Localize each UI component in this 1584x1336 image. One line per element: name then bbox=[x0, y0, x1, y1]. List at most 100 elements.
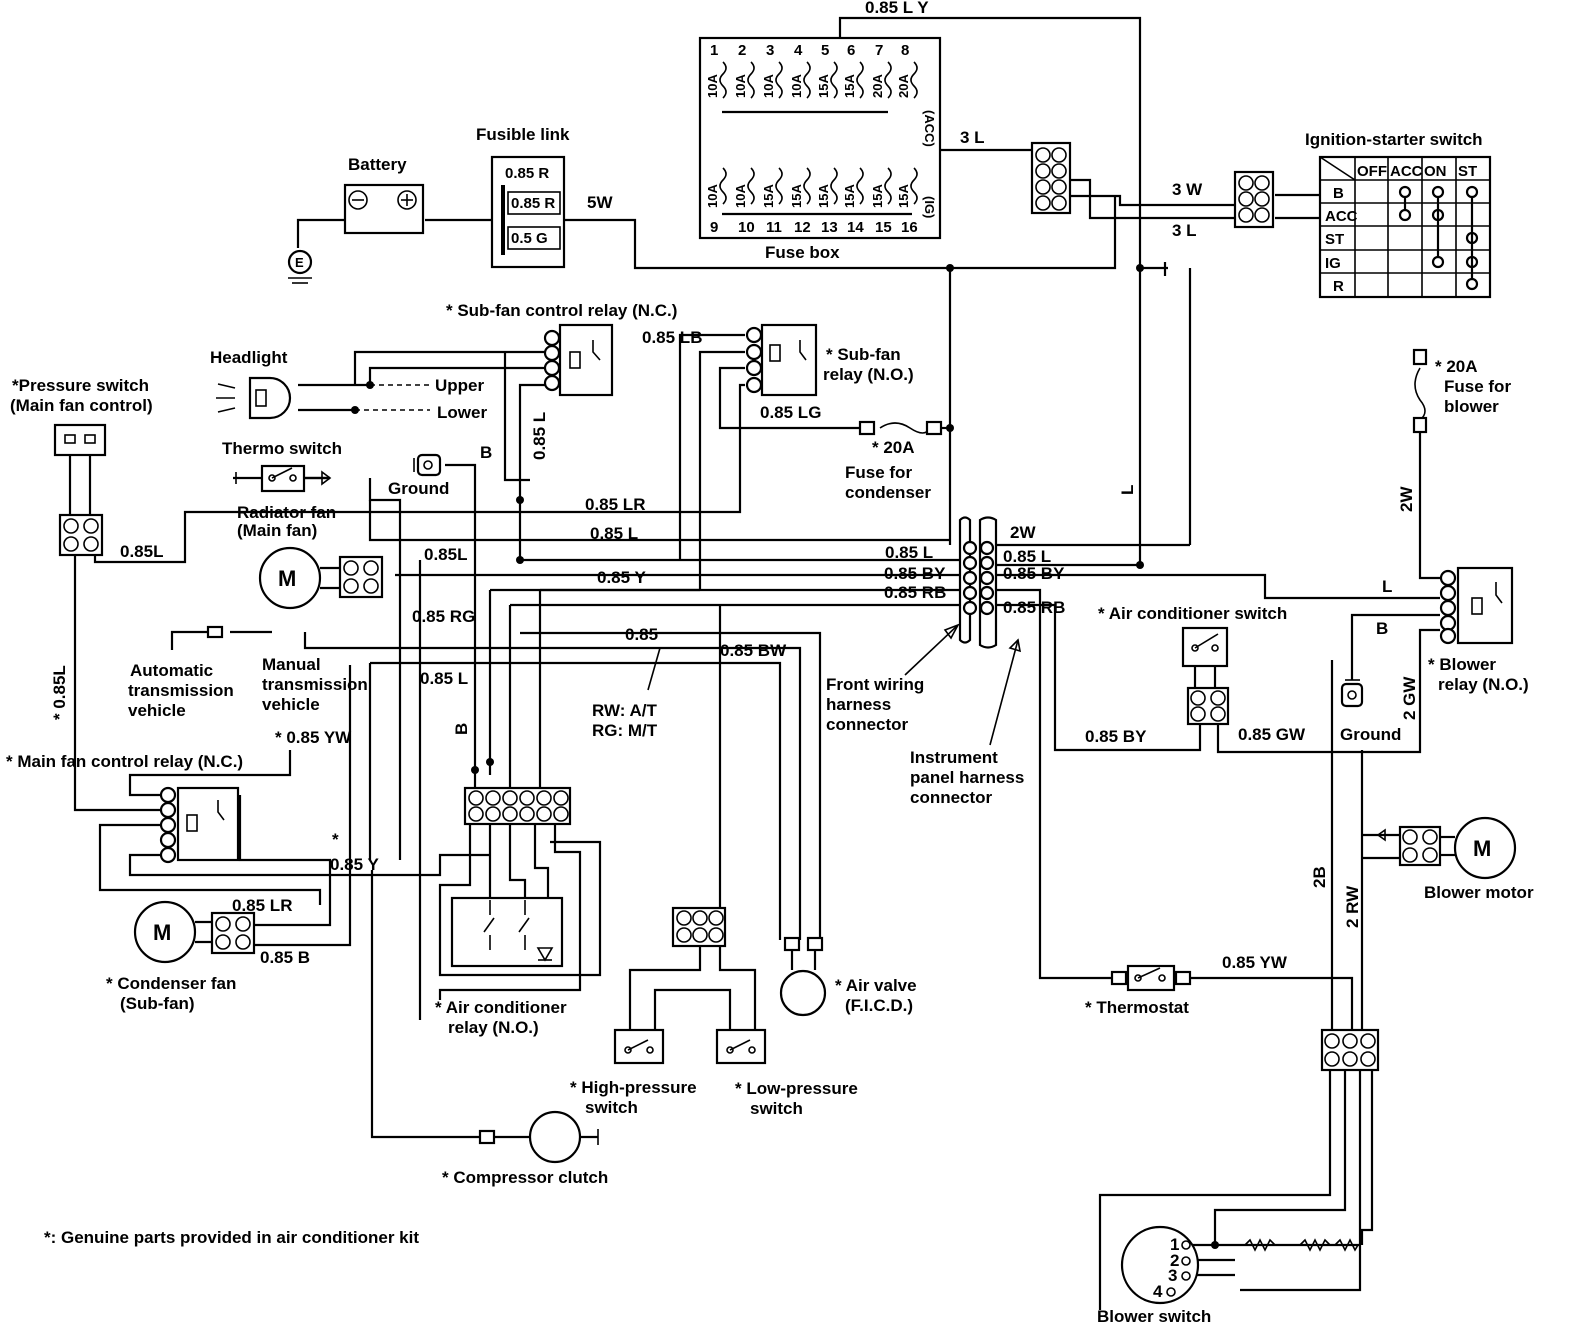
wire-label-085l-vert: 0.85 L bbox=[530, 412, 549, 460]
condenser-fan-label-2: (Sub-fan) bbox=[120, 994, 195, 1013]
fuse-for-condenser: * 20A Fuse for condenser bbox=[845, 420, 943, 502]
svg-text:E: E bbox=[295, 255, 304, 270]
star-lower: * bbox=[332, 830, 339, 849]
fuse-number: 12 bbox=[794, 219, 811, 236]
fuse-ig-label: (IG) bbox=[922, 196, 937, 218]
fuse-rating: 15A bbox=[816, 184, 831, 208]
wire-label-085l-left: 0.85L bbox=[120, 542, 163, 561]
radiator-fan-label-1: Radiator fan bbox=[237, 503, 336, 522]
high-pressure-switch: * High-pressure switch bbox=[570, 1028, 697, 1117]
blower-switch: 1 2 3 4 Blower switch bbox=[1097, 1225, 1359, 1326]
front-harness-label-3: connector bbox=[826, 715, 909, 734]
wire-label-085yw-thermo: 0.85 YW bbox=[1222, 953, 1288, 972]
connector-pressure-switches bbox=[671, 906, 727, 948]
fuse-rating: 20A bbox=[896, 74, 911, 98]
ignition-contact bbox=[1465, 277, 1479, 291]
wire-label-085l-fan: 0.85L bbox=[424, 545, 467, 564]
fuse-blower-label-1: Fuse for bbox=[1444, 377, 1511, 396]
wire-label-2rw: 2 RW bbox=[1343, 885, 1362, 928]
air-valve-label-2: (F.I.C.D.) bbox=[845, 996, 913, 1015]
wire-label-085b-cond: 0.85 B bbox=[260, 948, 310, 967]
fuse-condenser-label-2: condenser bbox=[845, 483, 931, 502]
fuse-number: 3 bbox=[766, 42, 774, 59]
sub-fan-relay-no: * Sub-fan relay (N.O.) bbox=[745, 323, 914, 397]
wire-label-085lr-cond: 0.85 LR bbox=[232, 896, 292, 915]
fuse-condenser-amp: * 20A bbox=[872, 438, 915, 457]
fuse-number: 5 bbox=[821, 42, 829, 59]
auto-trans-label-2: transmission bbox=[128, 681, 234, 700]
fuse-element bbox=[856, 61, 864, 99]
wire-label-l-blower: L bbox=[1382, 577, 1392, 596]
wire-label-085ly: 0.85 L Y bbox=[865, 0, 929, 17]
ground-label-right: Ground bbox=[1340, 725, 1401, 744]
fuse-element bbox=[910, 167, 918, 205]
connector-ac-relay bbox=[463, 786, 572, 826]
ignition-table-grid bbox=[1320, 156, 1491, 298]
ignition-contact bbox=[1431, 185, 1445, 199]
wire-label-085gw: 0.85 GW bbox=[1238, 725, 1306, 744]
inst-harness-label-2: panel harness bbox=[910, 768, 1024, 787]
fuse-number: 6 bbox=[847, 42, 855, 59]
ac-switch-label: * Air conditioner switch bbox=[1098, 604, 1287, 623]
sub-fan-control-relay-nc: * Sub-fan control relay (N.C.) bbox=[446, 301, 677, 397]
front-harness-label-1: Front wiring bbox=[826, 675, 924, 694]
wire-label-3l: 3 L bbox=[1172, 221, 1197, 240]
sub-fan-relay-no-label-2: relay (N.O.) bbox=[823, 365, 914, 384]
wire-label-b-blower: B bbox=[1376, 619, 1388, 638]
ignition-contact bbox=[1465, 185, 1479, 199]
ac-relay-label-2: relay (N.O.) bbox=[448, 1018, 539, 1037]
wire-label-085rg: 0.85 RG bbox=[412, 607, 475, 626]
headlight-lower-label: Lower bbox=[437, 403, 487, 422]
thermo-switch-label: Thermo switch bbox=[222, 439, 342, 458]
compressor-clutch-label: * Compressor clutch bbox=[442, 1168, 608, 1187]
inst-harness-label-1: Instrument bbox=[910, 748, 998, 767]
fuse-rating: 10A bbox=[733, 184, 748, 208]
rw-at-label: RW: A/T bbox=[592, 701, 657, 720]
fuse-element bbox=[719, 61, 727, 99]
fuse-element bbox=[747, 61, 755, 99]
wire-label-5w: 5W bbox=[587, 193, 613, 212]
connector-blower-switch bbox=[1320, 1028, 1380, 1072]
fuse-rating: 15A bbox=[816, 74, 831, 98]
fuse-number: 1 bbox=[710, 42, 718, 59]
ignition-column-label: OFF bbox=[1357, 163, 1387, 180]
wire-label-2b: 2B bbox=[1310, 866, 1329, 888]
fuse-rating: 15A bbox=[896, 184, 911, 208]
air-valve-ficd: * Air valve (F.I.C.D.) bbox=[779, 936, 917, 1017]
fuse-element bbox=[719, 167, 727, 205]
wire-label-l-right: L bbox=[1118, 485, 1137, 495]
wire-label-085lg: 0.85 LG bbox=[760, 403, 821, 422]
blower-relay-label-2: relay (N.O.) bbox=[1438, 675, 1529, 694]
wire-label-085rb-c2: 0.85 RB bbox=[1003, 598, 1065, 617]
wire-label-2w-vert: 2W bbox=[1397, 486, 1416, 512]
manual-trans-label-3: vehicle bbox=[262, 695, 320, 714]
fuse-element bbox=[884, 167, 892, 205]
fuse-number: 13 bbox=[821, 219, 838, 236]
fuse-rating: 15A bbox=[761, 184, 776, 208]
ignition-row-label: ACC bbox=[1325, 208, 1358, 225]
ignition-column-label: ACC bbox=[1390, 163, 1423, 180]
high-pressure-label-2: switch bbox=[585, 1098, 638, 1117]
manual-trans-label-2: transmission bbox=[262, 675, 368, 694]
wire-label-085by-c2: 0.85 BY bbox=[1003, 564, 1065, 583]
headlight: Headlight Upper Lower bbox=[210, 348, 487, 422]
fuse-element bbox=[884, 61, 892, 99]
fuse-number: 7 bbox=[875, 42, 883, 59]
wire-label-085by-c1: 0.85 BY bbox=[884, 564, 946, 583]
ignition-switch-label: Ignition-starter switch bbox=[1305, 130, 1483, 149]
wire-label-2gw: 2 GW bbox=[1400, 676, 1419, 720]
footnote: *: Genuine parts provided in air conditi… bbox=[44, 1228, 419, 1247]
wiring bbox=[73, 16, 1440, 1310]
junction-dots bbox=[351, 264, 1219, 1249]
fusible-wire-2: 0.85 R bbox=[511, 195, 555, 212]
pressure-switch-label-1: *Pressure switch bbox=[12, 376, 149, 395]
ignition-contact-marks bbox=[1398, 185, 1479, 291]
wire-label-085lb: 0.85 LB bbox=[642, 328, 702, 347]
fuse-element bbox=[910, 61, 918, 99]
fuse-box-label: Fuse box bbox=[765, 243, 840, 262]
blower-motor: M Blower motor bbox=[1376, 816, 1534, 902]
low-pressure-label-2: switch bbox=[750, 1099, 803, 1118]
fuse-number: 11 bbox=[766, 219, 782, 236]
